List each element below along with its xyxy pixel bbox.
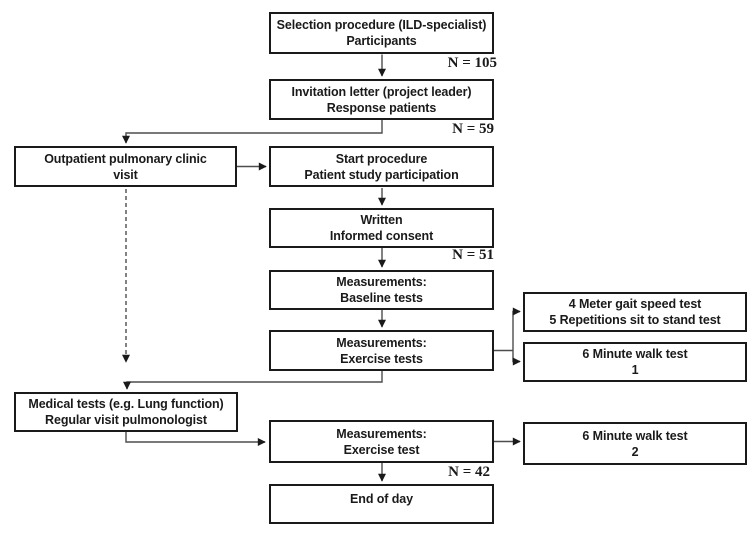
box-outpatient-line1: Outpatient pulmonary clinic [44, 151, 207, 166]
box-selection-line2: Participants [346, 34, 417, 48]
box-start-line1: Start procedure [335, 151, 428, 166]
box-walk2-line1: 6 Minute walk test [582, 428, 688, 443]
box-exercise-test-line1: Measurements: [336, 426, 427, 441]
box-baseline-line1: Measurements: [336, 275, 427, 289]
box-measurements-exercise-test: Measurements: Exercise test [269, 420, 494, 463]
box-gait-line1: 4 Meter gait speed test [568, 297, 702, 311]
box-start-procedure: Start procedure Patient study participat… [269, 146, 494, 187]
arrow-medical-to-exercise-test [125, 432, 266, 446]
box-six-minute-walk-test-2: 6 Minute walk test 2 [523, 422, 747, 465]
box-medical-line2: Regular visit pulmonologist [45, 413, 207, 427]
count-after-invitation: N = 59 [452, 121, 494, 137]
arrow-branch-to-gait-test [512, 307, 521, 351]
box-invitation-line2: Response patients [326, 100, 437, 115]
box-outpatient-clinic-visit: Outpatient pulmonary clinic visit [14, 146, 237, 187]
arrow-exercise-tests-to-medical [123, 371, 383, 390]
box-walk2-line2: 2 [631, 444, 639, 459]
box-walk1-line2: 1 [631, 363, 639, 377]
box-selection-procedure: Selection procedure (ILD-specialist) Par… [269, 12, 494, 54]
count-after-exercise-test: N = 42 [448, 464, 490, 480]
box-six-minute-walk-test-1: 6 Minute walk test 1 [523, 342, 747, 382]
box-end-of-day: End of day [269, 484, 494, 524]
box-written-line1: Written [360, 213, 403, 227]
box-start-line2: Patient study participation [304, 167, 459, 182]
box-baseline-line2: Baseline tests [340, 291, 423, 305]
box-invitation-line1: Invitation letter (project leader) [291, 84, 472, 99]
box-written-informed-consent: Written Informed consent [269, 208, 494, 248]
box-exercise-test-line2: Exercise test [343, 442, 420, 457]
box-written-line2: Informed consent [329, 229, 434, 243]
count-after-consent: N = 51 [452, 247, 494, 263]
box-medical-tests: Medical tests (e.g. Lung function) Regul… [14, 392, 238, 432]
count-after-selection: N = 105 [447, 55, 497, 71]
box-exercise-tests-line2: Exercise tests [340, 351, 423, 366]
arrow-branch-to-walk-test-1 [512, 350, 521, 366]
box-end-line1: End of day [350, 492, 413, 506]
box-measurements-exercise-tests: Measurements: Exercise tests [269, 330, 494, 371]
box-measurements-baseline: Measurements: Baseline tests [269, 270, 494, 310]
box-exercise-tests-line1: Measurements: [336, 335, 427, 350]
arrow-invitation-to-outpatient [122, 120, 383, 144]
box-medical-line1: Medical tests (e.g. Lung function) [28, 397, 224, 411]
box-invitation-letter: Invitation letter (project leader) Respo… [269, 79, 494, 120]
box-selection-line1: Selection procedure (ILD-specialist) [276, 18, 487, 32]
box-outpatient-line2: visit [113, 167, 138, 182]
box-gait-line2: 5 Repetitions sit to stand test [549, 313, 721, 327]
box-gait-speed-sit-to-stand: 4 Meter gait speed test 5 Repetitions si… [523, 292, 747, 332]
box-walk1-line1: 6 Minute walk test [582, 347, 688, 361]
